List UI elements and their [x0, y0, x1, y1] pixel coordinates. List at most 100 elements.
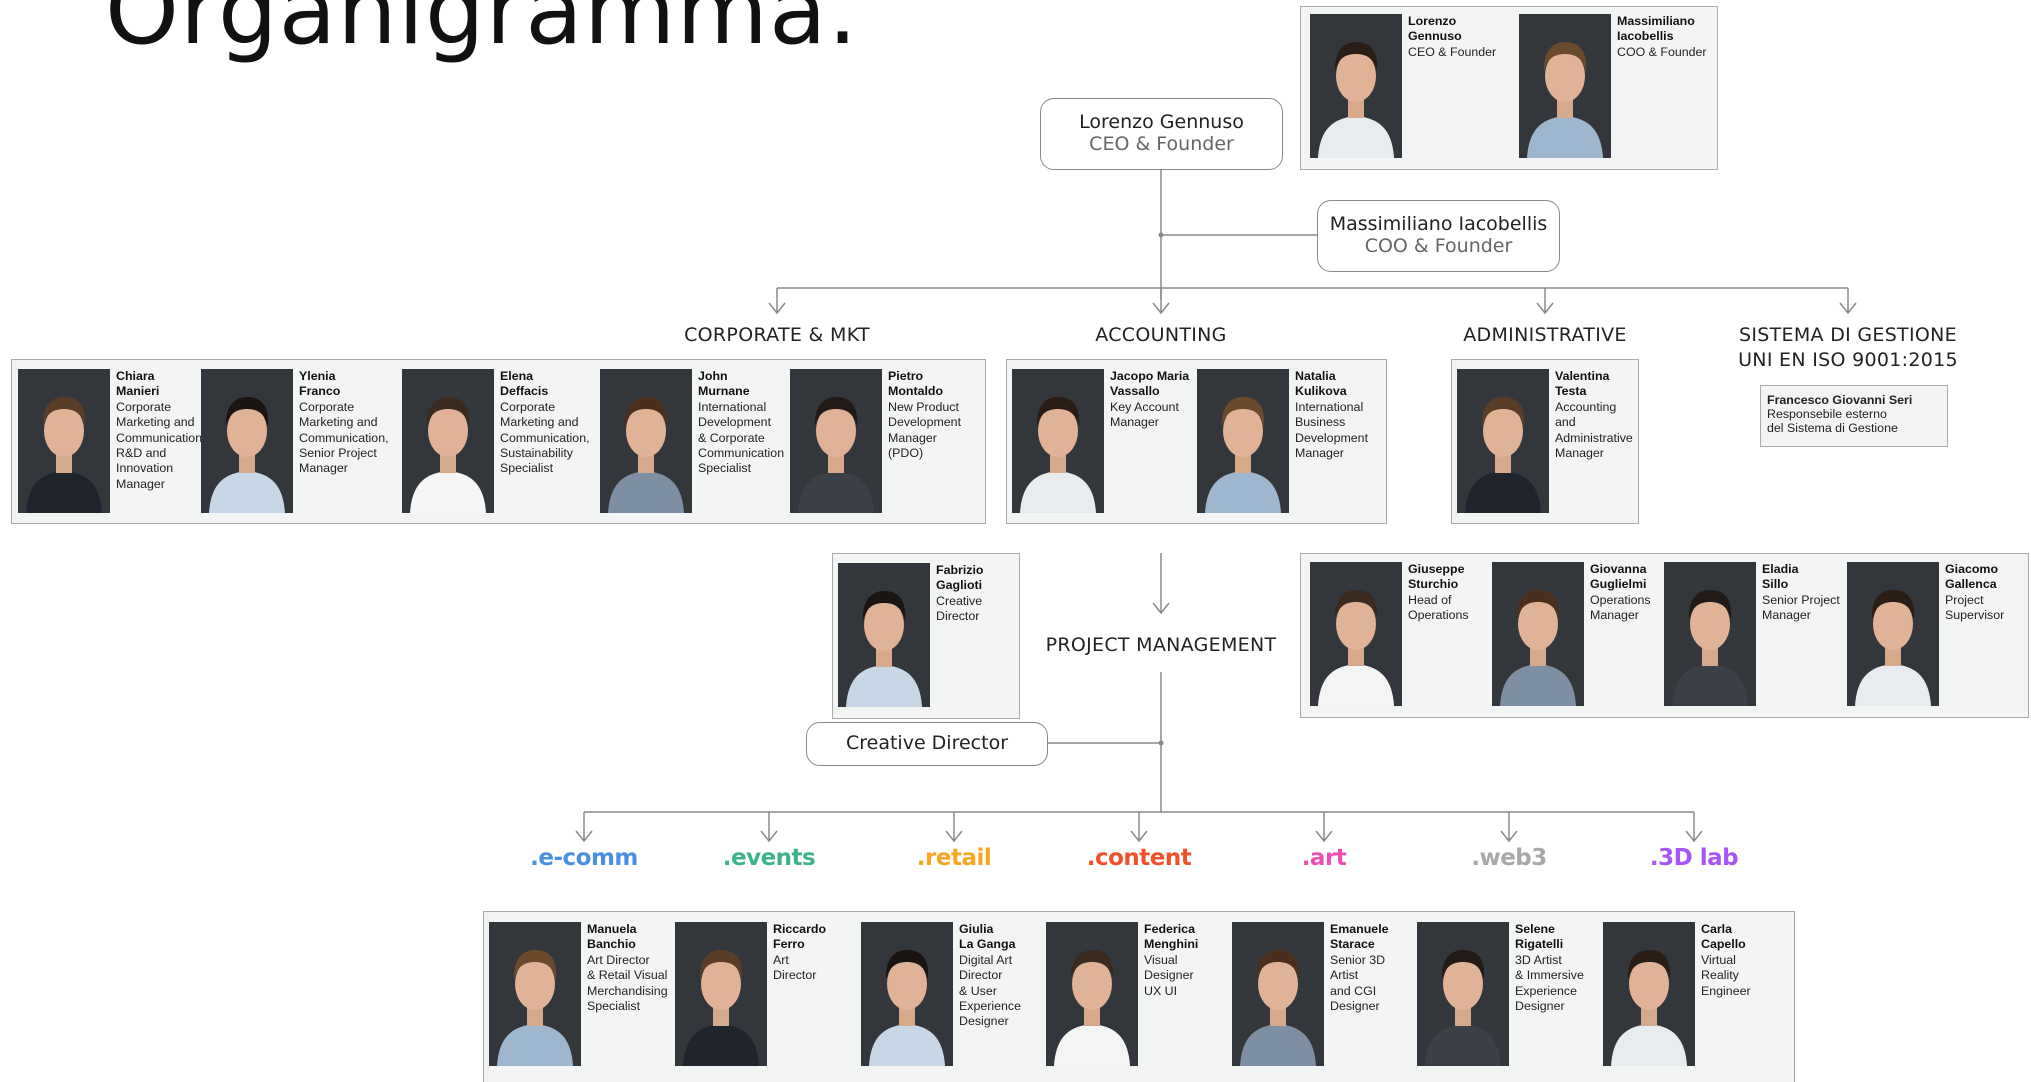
- ceo-role: CEO & Founder: [1089, 133, 1234, 155]
- person-role-line: Artist: [1330, 968, 1359, 983]
- unit-label-web3: .web3: [1471, 845, 1547, 871]
- person-name-line2: Franco: [299, 384, 341, 399]
- person-role-line: Innovation: [116, 461, 174, 476]
- person-role-line: Business: [1295, 415, 1346, 430]
- portrait-photo: [861, 922, 953, 1066]
- person-name-line2: Ferro: [773, 937, 805, 952]
- person-name-line1: Jacopo Maria: [1110, 369, 1190, 383]
- portrait-photo: [1492, 562, 1584, 706]
- person-role-line: Communication,: [500, 430, 590, 445]
- portrait-photo: [489, 922, 581, 1066]
- person-role-line: Communication,: [299, 430, 389, 445]
- person-name-line2: Testa: [1555, 384, 1587, 399]
- unit-label-art: .art: [1301, 845, 1347, 871]
- dept-accounting-label: ACCOUNTING: [1095, 324, 1227, 346]
- person-role-line: Manager: [1555, 446, 1604, 461]
- person-role-line: Experience: [959, 999, 1021, 1014]
- iso-manager-role-line2: del Sistema di Gestione: [1767, 421, 1898, 435]
- person-role-line: Visual: [1144, 952, 1178, 967]
- person-role-line: Manager: [1110, 415, 1159, 430]
- person-role-line: Communication,: [116, 430, 206, 445]
- person-role-line: Experience: [1515, 983, 1577, 998]
- person-role-line: Director: [936, 609, 980, 624]
- person-role-line: & User: [959, 983, 997, 998]
- person-name-line1: Carla: [1701, 922, 1732, 936]
- unit-label-content: .content: [1086, 845, 1192, 871]
- person-role-line: Specialist: [500, 461, 554, 476]
- portrait-photo: [1417, 922, 1509, 1066]
- person-role-line: Head of: [1408, 592, 1452, 607]
- person-role-line: Marketing and: [116, 415, 195, 430]
- ceo-name: Lorenzo Gennuso: [1079, 111, 1244, 133]
- iso-manager-card: Francesco Giovanni Seri Responsebile est…: [1760, 385, 1948, 447]
- dept-iso-label-line1: SISTEMA DI GESTIONE: [1739, 324, 1957, 346]
- person-role-line: Operations: [1408, 608, 1469, 623]
- person-name-line2: Gaglioti: [936, 578, 983, 593]
- person-role-line: Key Account: [1110, 399, 1179, 414]
- person-name-line1: Ylenia: [299, 369, 336, 383]
- person-role-line: Senior 3D: [1330, 952, 1386, 967]
- person-role-line: Manager: [888, 430, 937, 445]
- person-role-line: Creative: [936, 593, 983, 608]
- person-name-line2: Murnane: [698, 384, 750, 399]
- person-name-line1: Lorenzo: [1408, 14, 1457, 28]
- person-name-line2: Rigatelli: [1515, 937, 1564, 952]
- person-name-line1: Elena: [500, 369, 534, 383]
- person-role-line: Senior Project: [299, 446, 377, 461]
- person-role-line: Senior Project: [1762, 592, 1840, 607]
- portrait-photo: [1457, 369, 1549, 513]
- person-name-line2: Iacobellis: [1617, 29, 1674, 44]
- person-role-line: Operations: [1590, 592, 1651, 607]
- portrait-photo: [18, 369, 110, 513]
- unit-label-3dlab: .3D lab: [1649, 845, 1739, 871]
- person-role-line: Manager: [1295, 446, 1344, 461]
- person-role-line: Art Director: [587, 952, 650, 967]
- portrait-photo: [402, 369, 494, 513]
- person-name-line2: Montaldo: [888, 384, 944, 399]
- person-role-line: Designer: [959, 1014, 1009, 1029]
- person-role-line: UX UI: [1144, 983, 1178, 998]
- person-role-line: Marketing and: [500, 415, 579, 430]
- coo-name: Massimiliano Iacobellis: [1329, 213, 1548, 235]
- person-role-line: Designer: [1330, 999, 1380, 1014]
- person-role-line: Project: [1945, 592, 1984, 607]
- person-name-line2: Vassallo: [1110, 384, 1160, 399]
- person-role-line: Director: [959, 968, 1003, 983]
- portrait-photo: [1232, 922, 1324, 1066]
- portrait-photo: [838, 563, 930, 707]
- person-name-line2: Starace: [1330, 937, 1375, 952]
- person-name-line2: Capello: [1701, 937, 1746, 952]
- dept-administrative-label: ADMINISTRATIVE: [1463, 324, 1627, 346]
- person-role-line: Manager: [299, 461, 348, 476]
- person-role-line: & Retail Visual: [587, 968, 668, 983]
- person-role-line: Art: [773, 952, 789, 967]
- dept-project-management-label: PROJECT MANAGEMENT: [1045, 634, 1277, 656]
- person-name-line2: Banchio: [587, 937, 636, 952]
- person-name-line1: John: [698, 369, 728, 383]
- person-name-line1: Federica: [1144, 922, 1195, 936]
